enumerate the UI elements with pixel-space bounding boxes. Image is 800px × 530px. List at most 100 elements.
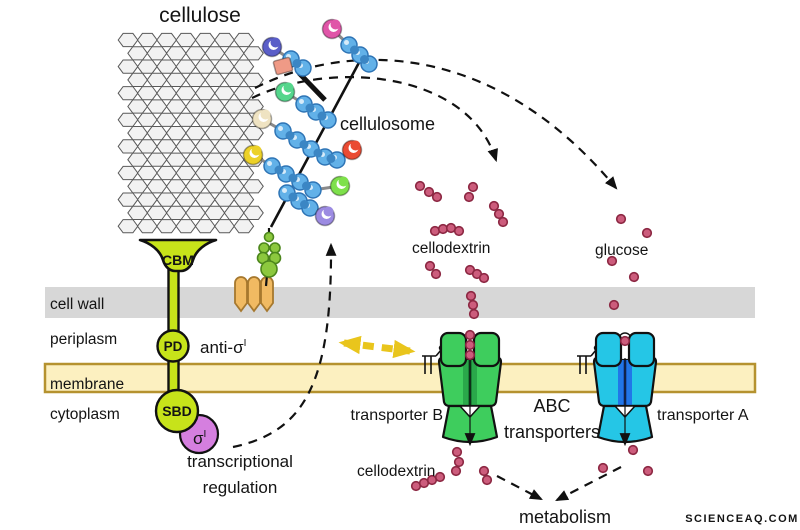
cellulose-label: cellulose (159, 4, 241, 27)
cellulose-hexagon (156, 86, 178, 101)
cellodextrin-dot (468, 308, 480, 320)
abc-label-line1: ABC (533, 396, 570, 416)
cellulose-hexagon (233, 112, 255, 127)
cellulose-hexagon (223, 179, 245, 194)
cellulose-hexagon (165, 99, 187, 114)
cellulose-hexagon (214, 32, 235, 48)
cellulose-lattice (117, 32, 264, 234)
pd-domain (156, 329, 190, 363)
arrow-metabolism-right (555, 466, 622, 501)
slh-anchor (234, 276, 248, 313)
cellulose-hexagon (194, 219, 216, 234)
cbm-domain (138, 238, 218, 273)
sugar-dot (464, 329, 476, 341)
cellulosome-enzymes (242, 18, 378, 227)
cellulose-hexagon (185, 46, 206, 61)
cellodextrin-dot (478, 465, 490, 477)
cellulose-hexagon (175, 219, 197, 234)
cellulose-hexagon (127, 126, 149, 141)
arrow-transcriptional-regulation (232, 242, 337, 449)
cellulose-hexagon (136, 32, 158, 48)
cellulose-hexagon (214, 219, 235, 234)
sbd-domain (154, 388, 200, 434)
cellulose-hexagon (185, 72, 206, 88)
sigma-label: σI (193, 429, 206, 448)
cellulose-hexagon (204, 99, 226, 114)
slh-anchors (234, 276, 274, 313)
cellulose-hexagon (204, 126, 226, 141)
cellulose-hexagon (136, 219, 158, 234)
cellodextrin-dot (493, 208, 505, 220)
cellulose-hexagon (185, 152, 206, 167)
cellulose-hexagon (117, 32, 139, 48)
cellodextrin-dot (463, 191, 475, 203)
cellulose-hexagon (146, 126, 168, 141)
cellulose-hexagon (156, 139, 178, 154)
cellulose-hexagon (156, 165, 178, 181)
cellulose-hexagon (194, 32, 216, 48)
transporter-a-label: transporter A (657, 407, 749, 424)
cellulose-hexagon (117, 192, 139, 207)
cellodextrin-dot (478, 272, 490, 284)
cellulose-hexagon (223, 99, 245, 114)
cellulose-hexagon (194, 112, 216, 127)
cellulose-hexagon (214, 112, 235, 127)
cellulose-hexagon (156, 219, 178, 234)
cellulose-hexagon (165, 152, 187, 167)
cellodextrin-dot (450, 465, 462, 477)
cellulose-hexagon (165, 205, 187, 220)
cellulose-hexagon (233, 165, 255, 181)
cellulose-hexagon (136, 192, 158, 207)
cellulose-hexagon (194, 165, 216, 181)
cellodextrin-dot (424, 260, 436, 272)
cellodextrin-lower-label: cellodextrin (357, 463, 435, 480)
sbd-label: SBD (162, 403, 192, 419)
cellulose-hexagon (243, 179, 264, 194)
cellulose-hexagon (117, 139, 139, 154)
cellodextrin-dot (431, 191, 443, 203)
sugar-dot (642, 465, 654, 477)
cellulose-hexagon (165, 126, 187, 141)
cellulose-hexagon (117, 86, 139, 101)
cellodextrin-dot (481, 474, 493, 486)
cellulose-hexagon (233, 32, 255, 48)
cellulose-hexagon (117, 112, 139, 127)
abc-transporters (422, 329, 658, 447)
cellulose-hexagon (185, 126, 206, 141)
cytoplasm-label: cytoplasm (50, 406, 120, 423)
cellulose-hexagon (223, 72, 245, 88)
sugar-dot (464, 339, 476, 351)
cellulose-hexagon (175, 165, 197, 181)
cellulose-hexagon (127, 179, 149, 194)
transporter-a (577, 331, 658, 447)
cellodextrin-dot (451, 446, 463, 458)
cellulose-hexagon (243, 205, 264, 220)
cellodextrin-dot (467, 181, 479, 193)
slh-anchor (247, 276, 261, 313)
cellulose-hexagon (175, 192, 197, 207)
cbm-label: CBM (162, 252, 194, 268)
cellulose-hexagon (127, 99, 149, 114)
arrow-to-glucose (254, 58, 618, 190)
membrane-label: membrane (50, 376, 124, 393)
abc-label-line2: transporters (504, 422, 600, 442)
glucose-dot (615, 213, 627, 225)
anti-sigma-label: anti-σI (200, 338, 246, 357)
cellulose-hexagon (146, 179, 168, 194)
cellulose-hexagon (156, 192, 178, 207)
cellodextrin-dot (423, 186, 435, 198)
cellulose-hexagon (165, 46, 187, 61)
cellulose-hexagon (156, 59, 178, 74)
cellulose-hexagon (175, 86, 197, 101)
cellulose-hexagon (185, 99, 206, 114)
cellodextrin-dot (488, 200, 500, 212)
pd-label: PD (164, 339, 183, 354)
cellulosome-square-module (272, 56, 294, 76)
cellulose-hexagon (214, 139, 235, 154)
cellulose-hexagon (136, 165, 158, 181)
cellulose-hexagon (214, 59, 235, 74)
cell-wall-label: cell wall (50, 296, 104, 313)
cellulose-hexagon (117, 219, 139, 234)
